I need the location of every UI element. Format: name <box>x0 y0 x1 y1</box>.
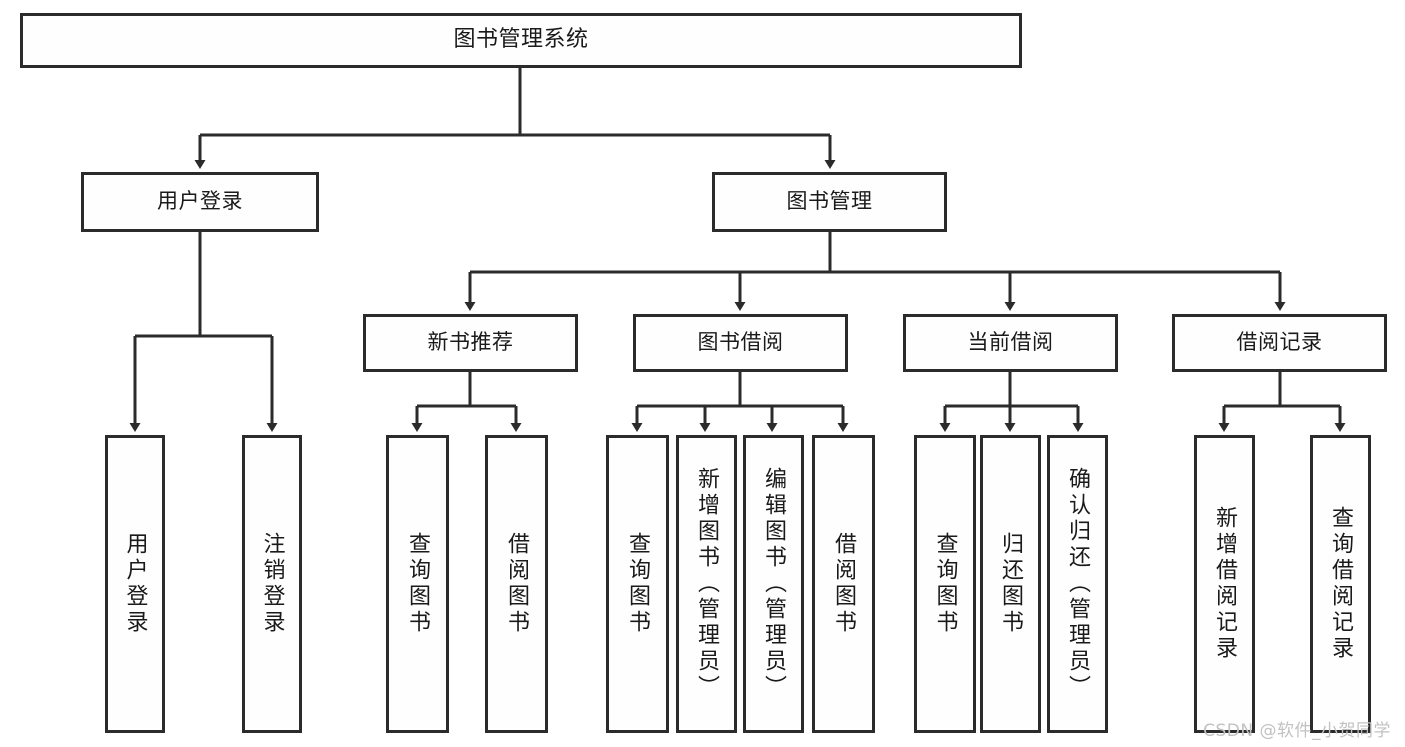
node-label: 查询图书 <box>625 532 651 636</box>
node-label: 借阅图书 <box>831 532 857 636</box>
node-book-borrow[interactable]: 图书借阅 <box>633 314 848 372</box>
leaf-borrow-book-1[interactable]: 借阅图书 <box>485 435 548 733</box>
leaf-add-record[interactable]: 新增借阅记录 <box>1194 435 1255 733</box>
node-label: 查询借阅记录 <box>1328 506 1354 662</box>
node-root-system[interactable]: 图书管理系统 <box>20 13 1022 68</box>
node-new-book-rec[interactable]: 新书推荐 <box>363 314 578 372</box>
node-book-manage[interactable]: 图书管理 <box>712 172 947 232</box>
leaf-confirm-return[interactable]: 确认归还（管理员） <box>1047 435 1108 733</box>
leaf-return-book[interactable]: 归还图书 <box>980 435 1041 733</box>
node-label: 新增借阅记录 <box>1212 506 1238 662</box>
leaf-user-login[interactable]: 用户登录 <box>105 435 165 733</box>
node-label: 用户登录 <box>157 189 243 214</box>
node-label: 图书借阅 <box>697 330 784 355</box>
node-label: 借阅图书 <box>504 532 530 636</box>
leaf-query-book-3[interactable]: 查询图书 <box>914 435 976 733</box>
node-current-borrow[interactable]: 当前借阅 <box>903 314 1118 372</box>
node-label: 用户登录 <box>122 532 148 636</box>
leaf-query-record[interactable]: 查询借阅记录 <box>1310 435 1371 733</box>
node-label: 当前借阅 <box>967 330 1054 355</box>
node-label: 注销登录 <box>259 532 285 636</box>
node-borrow-record[interactable]: 借阅记录 <box>1172 314 1387 372</box>
leaf-query-book-2[interactable]: 查询图书 <box>606 435 669 733</box>
leaf-edit-book[interactable]: 编辑图书（管理员） <box>743 435 804 733</box>
node-label: 查询图书 <box>932 532 958 636</box>
node-label: 图书管理系统 <box>453 27 589 53</box>
leaf-add-book[interactable]: 新增图书（管理员） <box>676 435 737 733</box>
node-label: 借阅记录 <box>1236 330 1323 355</box>
leaf-logout-login[interactable]: 注销登录 <box>242 435 302 733</box>
leaf-query-book-1[interactable]: 查询图书 <box>386 435 449 733</box>
node-label: 查询图书 <box>405 532 431 636</box>
node-label: 新增图书（管理员） <box>694 467 720 701</box>
node-label: 归还图书 <box>998 532 1024 636</box>
node-label: 编辑图书（管理员） <box>761 467 787 701</box>
node-user-login[interactable]: 用户登录 <box>81 172 319 232</box>
csdn-watermark: CSDN @软件_小贺同学 <box>1203 721 1391 741</box>
leaf-borrow-book-2[interactable]: 借阅图书 <box>812 435 875 733</box>
node-label: 图书管理 <box>786 189 873 214</box>
node-label: 确认归还（管理员） <box>1065 467 1091 701</box>
node-label: 新书推荐 <box>427 330 514 355</box>
